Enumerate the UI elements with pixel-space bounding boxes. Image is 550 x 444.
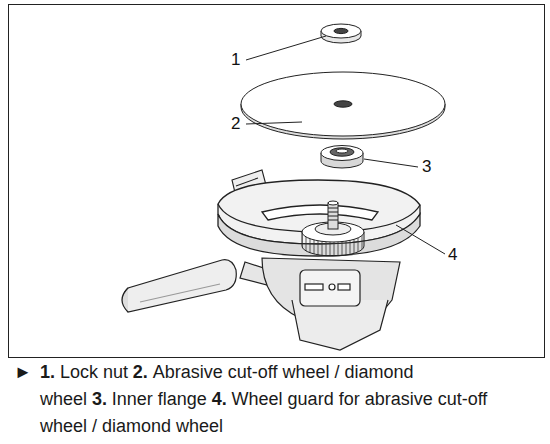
cut-off-wheel [241, 72, 445, 139]
callout-number: 3 [421, 158, 432, 175]
callout-number: 4 [447, 246, 458, 263]
lock-nut [321, 24, 361, 43]
caption: ► 1.Lock nut2.Abrasive cut-off wheel / d… [14, 359, 539, 440]
caption-body: 1.Lock nut2.Abrasive cut-off wheel / dia… [40, 359, 518, 440]
frame [9, 5, 545, 358]
caption-number: 2. [133, 362, 148, 382]
caption-marker-symbol: ► [14, 362, 32, 382]
inner-flange [321, 146, 363, 169]
callout-number: 2 [230, 115, 241, 132]
spindle [302, 201, 364, 256]
caption-text: Lock nut [60, 362, 128, 382]
caption-number: 3. [92, 389, 107, 409]
leader-lines [246, 36, 445, 254]
wheel-guard [218, 180, 420, 256]
caption-text: Wheel guard for abrasive cut-off wheel /… [40, 389, 487, 436]
caption-number: 4. [212, 389, 227, 409]
callout-number: 1 [230, 51, 241, 68]
caption-text: Inner flange [112, 389, 207, 409]
gear-housing [262, 258, 400, 350]
caption-marker: ► [14, 359, 40, 440]
caption-number: 1. [40, 362, 55, 382]
